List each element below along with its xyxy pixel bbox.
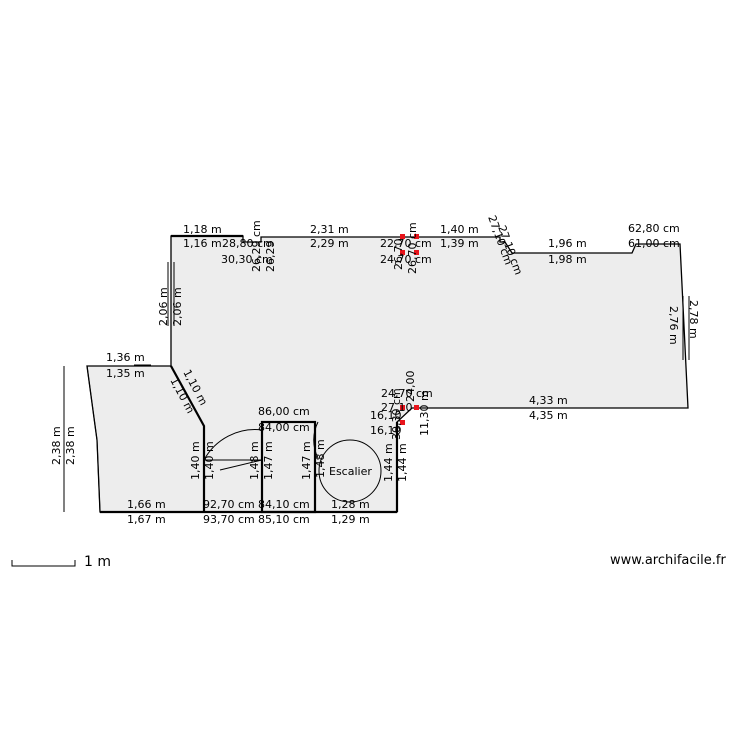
door-arc-closet[interactable]	[313, 421, 319, 459]
dim-label: 26,70 cm	[406, 222, 419, 274]
door-arc-left[interactable]	[203, 429, 263, 461]
dim-label: 27,10	[381, 401, 413, 414]
dim-label: 1,36 m	[106, 351, 145, 364]
dim-label: 4,35 m	[529, 409, 568, 422]
dim-label: 62,80 cm	[628, 222, 680, 235]
handle-5[interactable]	[400, 405, 405, 410]
dim-label: 1,48 m	[248, 441, 261, 480]
dim-label: 24,00	[404, 371, 417, 403]
dim-label: 1,16 m	[183, 237, 222, 250]
dim-label: 26,70	[392, 239, 405, 271]
dim-label: 30,30 cm	[390, 388, 403, 440]
dim-label: 1,28 m	[331, 498, 370, 511]
dim-label: 1,35 m	[106, 367, 145, 380]
dim-label: 2,38 m	[64, 426, 77, 465]
dim-label: 2,06 m	[157, 287, 170, 326]
dim-label: 1,44 m	[396, 443, 409, 482]
dim-label: 2,78 m	[687, 300, 700, 339]
dim-label: 1,47 m	[300, 441, 313, 480]
dim-label: 1,39 m	[440, 237, 479, 250]
dim-label: 24,70 cm	[380, 253, 432, 266]
handle-4[interactable]	[414, 250, 419, 255]
dim-label: 1,40 m	[440, 223, 479, 236]
dim-label: 85,10 cm	[258, 513, 310, 526]
watermark: www.archifacile.fr	[610, 553, 726, 568]
left-outer-wall	[86, 365, 101, 513]
scale-label: 1 m	[84, 554, 111, 570]
dim-label: 1,40 m	[203, 441, 216, 480]
dim-label: 30,30 cm	[221, 253, 273, 266]
dim-label: 84,10 cm	[258, 498, 310, 511]
scale-bar	[11, 560, 76, 567]
handle-7[interactable]	[414, 405, 419, 410]
dim-label: 2,06 m	[171, 287, 184, 326]
left-diagonal-wall[interactable]	[170, 365, 206, 512]
dim-label: 1,44 m	[382, 443, 395, 482]
dim-label: 1,96 m	[548, 237, 587, 250]
dim-label: 1,40 m	[189, 441, 202, 480]
dim-label: 1,98 m	[548, 253, 587, 266]
dim-label: 26,29 cm	[250, 220, 263, 272]
dim-label: 2,31 m	[310, 223, 349, 236]
dim-label: 1,66 m	[127, 498, 166, 511]
dim-label: 16,10	[370, 424, 402, 437]
dim-label: 28,80 cm	[222, 237, 274, 250]
dim-label: 92,70 cm	[203, 498, 255, 511]
dim-label: 1,47 m	[262, 441, 275, 480]
dim-label: 4,33 m	[529, 394, 568, 407]
handle-1[interactable]	[400, 234, 405, 239]
handle-2[interactable]	[400, 250, 405, 255]
handle-6[interactable]	[400, 420, 405, 425]
door-leaf-left	[219, 459, 263, 471]
dim-label: 1,29 m	[331, 513, 370, 526]
dim-label: 86,00 cm	[258, 405, 310, 418]
dim-label: 1,67 m	[127, 513, 166, 526]
stairs-label: Escalier	[329, 465, 372, 478]
dim-label: 22,70 cm	[380, 237, 432, 250]
dim-label: 11,30 m	[418, 390, 431, 436]
dim-label: 1,18 m	[183, 223, 222, 236]
dim-label: 2,76 m	[667, 306, 680, 345]
dim-label: 93,70 cm	[203, 513, 255, 526]
stairs-circle[interactable]	[318, 439, 382, 503]
dim-label: 2,38 m	[50, 426, 63, 465]
dim-label: 84,00 cm	[258, 421, 310, 434]
dim-label: 16,10	[370, 409, 402, 422]
dim-label: 1,48 m	[314, 439, 327, 478]
dim-label: 26,29	[264, 241, 277, 273]
dim-label: 2,29 m	[310, 237, 349, 250]
dim-label: 61,00 cm	[628, 237, 680, 250]
dim-label: 24,70 cm	[381, 387, 433, 400]
closet-room[interactable]	[260, 420, 317, 514]
handle-3[interactable]	[414, 234, 419, 239]
